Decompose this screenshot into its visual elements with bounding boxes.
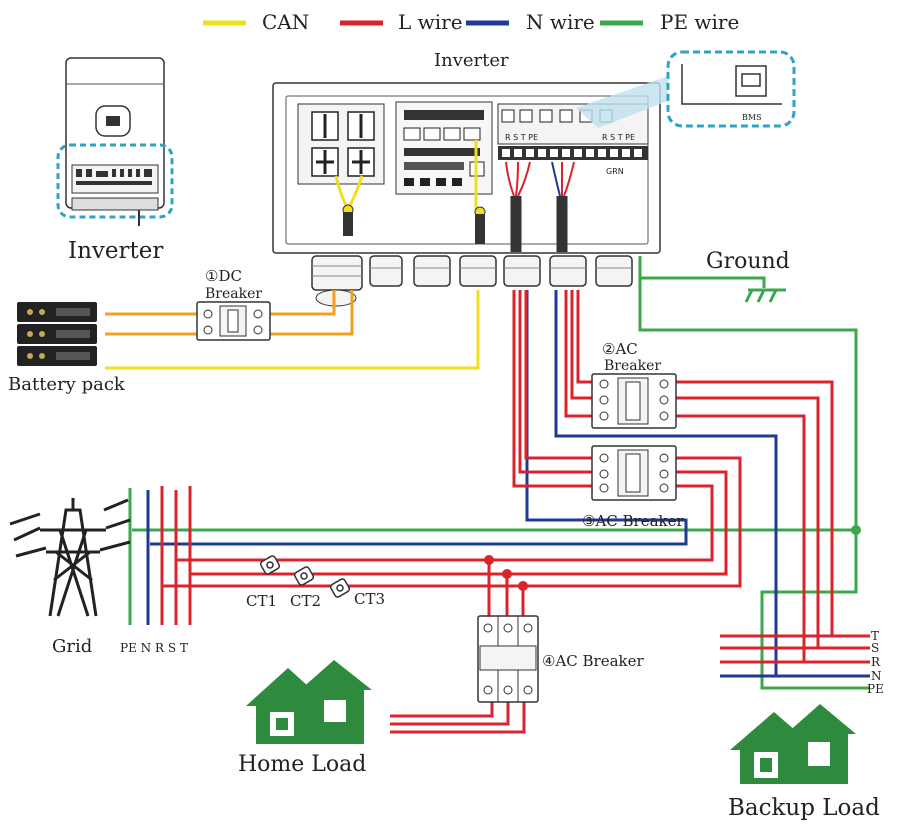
- grn-label: GRN: [606, 167, 624, 176]
- ac-breaker-2-word: Breaker: [604, 358, 661, 374]
- legend-can-label: CAN: [262, 10, 309, 34]
- bms-label: BMS: [742, 113, 762, 122]
- ground-label: Ground: [706, 249, 790, 274]
- ac-breaker-2: ②AC Breaker: [591, 340, 677, 429]
- l-wires: [160, 290, 870, 734]
- terminal-block-left-label: R S T PE: [505, 133, 538, 142]
- grid-label: Grid: [52, 636, 92, 657]
- comm-board: [395, 101, 493, 195]
- dc-breaker-number: ①DC: [205, 267, 242, 285]
- ac-breaker-2-number: ②AC: [602, 340, 638, 358]
- battery-pack-icon: Battery pack: [8, 302, 126, 395]
- terminal-block-right-label: R S T PE: [602, 133, 635, 142]
- cable-glands: [311, 255, 633, 291]
- inverter-side-label: Inverter: [68, 238, 163, 264]
- ac-breaker-3: ③AC Breaker: [582, 445, 685, 530]
- bms-port-icon: [735, 65, 767, 97]
- home-load-junctions: [484, 555, 528, 591]
- backup-terminal-t: T: [871, 629, 879, 643]
- backup-terminal-n: N: [871, 669, 882, 683]
- battery-pack-label: Battery pack: [8, 374, 126, 395]
- legend-pe-label: PE wire: [660, 10, 739, 34]
- ac-breaker-3-label: ③AC Breaker: [582, 512, 685, 530]
- inverter-top-label: Inverter: [434, 50, 509, 71]
- backup-terminal-s: S: [871, 641, 879, 655]
- inverter-wiring-compartment: R S T PE R S T PE GRN: [272, 82, 661, 307]
- pe-wires: [128, 256, 870, 690]
- ac-breaker-4-label: ④AC Breaker: [542, 652, 645, 670]
- grid-tower-icon: [9, 498, 131, 617]
- ac-breaker-4: ④AC Breaker: [477, 615, 645, 703]
- pe-junction: [851, 525, 861, 535]
- home-load-icon: [246, 660, 372, 744]
- current-transformers: [259, 555, 351, 598]
- bms-callout: BMS: [576, 50, 796, 128]
- grid-terminals-label: PE N R S T: [120, 641, 188, 655]
- highlight-dashed-box: [56, 143, 174, 219]
- ct1-label: CT1: [246, 592, 277, 610]
- backup-terminal-r: R: [871, 655, 881, 669]
- legend: CAN L wire N wire PE wire: [203, 10, 739, 34]
- legend-n-label: N wire: [526, 10, 595, 34]
- ct1-icon: [259, 555, 281, 575]
- legend-l-label: L wire: [398, 10, 463, 34]
- ct2-label: CT2: [290, 592, 321, 610]
- ground: Ground: [640, 249, 790, 303]
- battery-terminals: [297, 103, 385, 185]
- home-load-label: Home Load: [238, 752, 366, 777]
- dc-breaker-word: Breaker: [205, 286, 262, 302]
- dc-wires: [105, 290, 354, 336]
- backup-load-label: Backup Load: [728, 795, 880, 821]
- inverter-thumbnail: Inverter: [56, 57, 174, 264]
- ct2-icon: [293, 566, 315, 586]
- can-wire: [105, 290, 480, 370]
- backup-load-icon: [730, 704, 856, 784]
- backup-terminal-pe: PE: [867, 682, 884, 696]
- dc-breaker: ①DC Breaker: [196, 267, 271, 341]
- ct3-icon: [329, 578, 351, 598]
- ct3-label: CT3: [354, 590, 385, 608]
